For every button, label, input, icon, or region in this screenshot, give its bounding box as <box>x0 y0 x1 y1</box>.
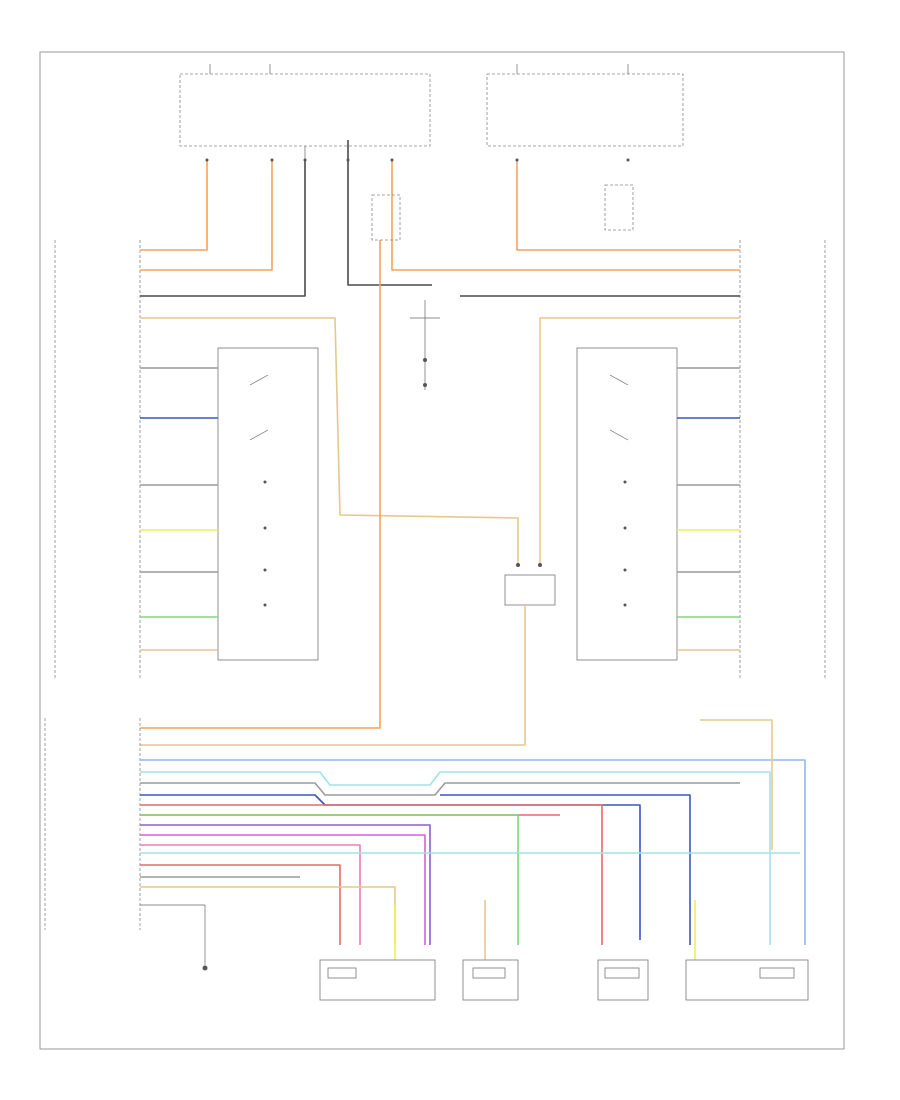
junction-dots <box>205 158 630 567</box>
outer-frame <box>39 51 845 1050</box>
wire-tan-right-bottom <box>700 719 773 850</box>
wire-tan-down <box>140 605 526 746</box>
right-switch-symbols <box>609 374 629 607</box>
wire-cyan-1 <box>140 771 771 945</box>
wire-tan-right <box>539 317 740 565</box>
wire-red-bottom <box>140 804 603 945</box>
bottom-ground <box>140 904 208 971</box>
top-splice-left <box>371 194 401 241</box>
wire-red-bottom3 <box>140 864 341 945</box>
top-splice-right <box>604 184 634 231</box>
wire-tan-bottom <box>140 886 396 945</box>
wire-orange-1 <box>140 160 208 251</box>
right-module <box>576 240 826 680</box>
wire-orange-5 <box>140 240 381 729</box>
seat-unit-1 <box>319 959 436 1001</box>
wire-blue-bottom2 <box>440 794 691 945</box>
wire-gray-bottom <box>140 782 740 796</box>
seat-unit-3 <box>597 959 649 1001</box>
wire-orange-2 <box>140 160 273 271</box>
wire-magenta-bottom <box>140 834 426 945</box>
fuse-box-left <box>179 64 431 160</box>
wire-purple-bottom <box>140 824 431 945</box>
left-module <box>54 240 319 680</box>
wire-orange-3 <box>516 160 740 251</box>
wire-orange-4 <box>391 160 740 271</box>
wire-pink-bottom <box>140 844 361 945</box>
wire-dark-gray-left <box>140 160 306 297</box>
center-ground-tree <box>410 300 440 390</box>
left-switch-symbols <box>249 374 269 607</box>
wire-tan-left <box>140 317 519 565</box>
wire-light-blue-1 <box>140 759 806 945</box>
wire-dark-gray-right <box>347 140 432 286</box>
bottom-module-edge <box>44 718 141 930</box>
seat-unit-4 <box>685 959 809 1001</box>
wire-green-bottom <box>140 814 519 945</box>
fuse-box-right <box>486 64 684 147</box>
center-junction <box>504 574 556 606</box>
wire-blue-bottom <box>140 794 641 940</box>
seat-unit-2 <box>462 959 519 1001</box>
